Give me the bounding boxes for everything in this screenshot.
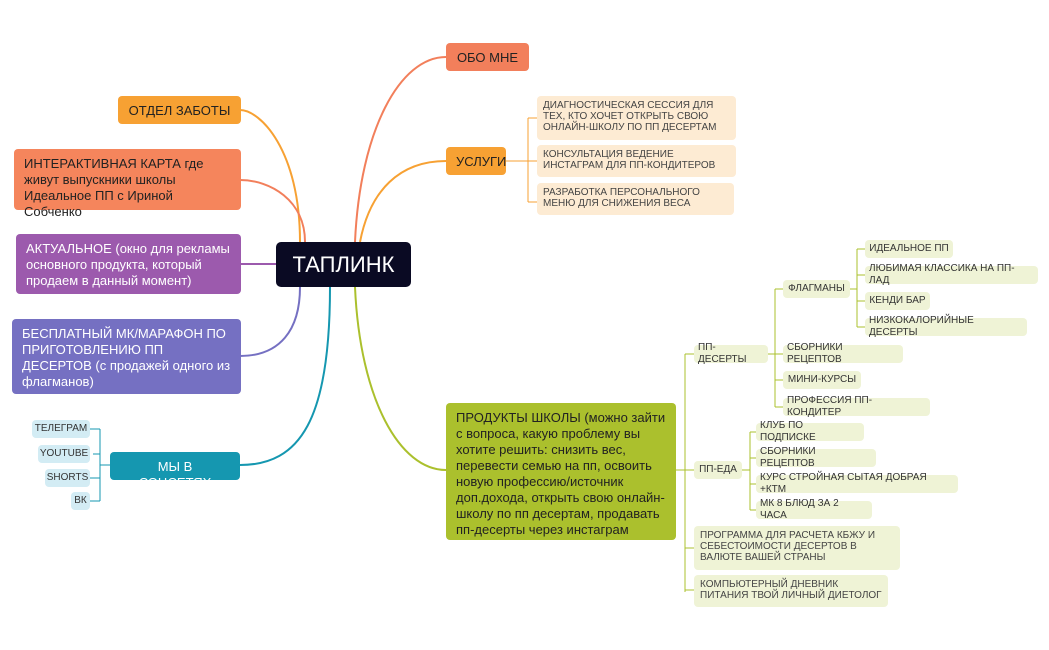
service-consult[interactable]: КОНСУЛЬТАЦИЯ ВЕДЕНИЕ ИНСТАГРАМ ДЛЯ ПП-КО… <box>537 145 736 177</box>
food-item[interactable]: СБОРНИКИ РЕЦЕПТОВ <box>756 446 876 469</box>
services-node[interactable]: УСЛУГИ <box>446 147 506 175</box>
social-youtube[interactable]: YOUTUBE <box>38 445 90 463</box>
food-item[interactable]: МК 8 БЛЮД ЗА 2 ЧАСА <box>756 498 872 521</box>
desserts-node[interactable]: ПП-ДЕСЕРТЫ <box>694 342 768 365</box>
center-node[interactable]: ТАПЛИНК <box>276 242 411 287</box>
actual-node[interactable]: АКТУАЛЬНОЕ (окно для рекламы основного п… <box>16 234 241 294</box>
desserts-item[interactable]: СБОРНИКИ РЕЦЕПТОВ <box>783 342 903 365</box>
social-shorts[interactable]: SHORTS <box>45 469 90 487</box>
products-node[interactable]: ПРОДУКТЫ ШКОЛЫ (можно зайти с вопроса, к… <box>446 403 676 540</box>
social-node[interactable]: МЫ В СОЦСЕТЯХ <box>110 452 240 490</box>
food-item[interactable]: КЛУБ ПО ПОДПИСКЕ <box>756 420 864 443</box>
map-node[interactable]: ИНТЕРАКТИВНАЯ КАРТА где живут выпускники… <box>14 149 241 219</box>
program-node[interactable]: ПРОГРАММА ДЛЯ РАСЧЕТА КБЖУ И СЕБЕСТОИМОС… <box>694 526 900 570</box>
flagship-item[interactable]: КЕНДИ БАР <box>865 292 930 310</box>
food-node[interactable]: ПП-ЕДА <box>694 461 742 479</box>
flagship-item[interactable]: ИДЕАЛЬНОЕ ПП <box>865 240 953 258</box>
flagship-item[interactable]: НИЗКОКАЛОРИЙНЫЕ ДЕСЕРТЫ <box>865 315 1027 338</box>
food-item[interactable]: КУРС СТРОЙНАЯ СЫТАЯ ДОБРАЯ +КТМ <box>756 472 958 495</box>
care-node[interactable]: ОТДЕЛ ЗАБОТЫ <box>118 96 241 124</box>
free-mk-node[interactable]: БЕСПЛАТНЫЙ МК/МАРАФОН ПО ПРИГОТОВЛЕНИЮ П… <box>12 319 241 394</box>
about-node[interactable]: ОБО МНЕ <box>446 43 529 71</box>
flagships-node[interactable]: ФЛАГМАНЫ <box>783 280 850 298</box>
service-menu[interactable]: РАЗРАБОТКА ПЕРСОНАЛЬНОГО МЕНЮ ДЛЯ СНИЖЕН… <box>537 183 734 215</box>
flagship-item[interactable]: ЛЮБИМАЯ КЛАССИКА НА ПП-ЛАД <box>865 263 1038 286</box>
desserts-item[interactable]: ПРОФЕССИЯ ПП-КОНДИТЕР <box>783 395 930 418</box>
social-telegram[interactable]: ТЕЛЕГРАМ <box>32 420 90 438</box>
service-diagnostic[interactable]: ДИАГНОСТИЧЕСКАЯ СЕССИЯ ДЛЯ ТЕХ, КТО ХОЧЕ… <box>537 96 736 140</box>
desserts-item[interactable]: МИНИ-КУРСЫ <box>783 371 861 389</box>
social-vk[interactable]: ВК <box>71 492 90 510</box>
diary-node[interactable]: КОМПЬЮТЕРНЫЙ ДНЕВНИК ПИТАНИЯ ТВОЙ ЛИЧНЫЙ… <box>694 575 888 607</box>
